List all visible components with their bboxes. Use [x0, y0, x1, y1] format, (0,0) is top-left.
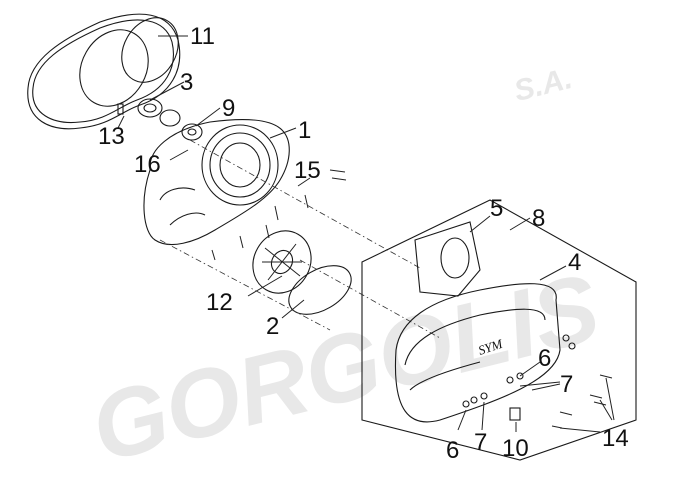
callout-12: 12 [206, 289, 233, 316]
small-fasteners [462, 334, 613, 429]
callout-16: 16 [134, 151, 161, 178]
callout-2: 2 [266, 313, 279, 340]
construction-lines [159, 139, 441, 339]
callout-14: 14 [602, 425, 629, 452]
callout-10: 10 [502, 435, 529, 462]
leader-lines [117, 35, 615, 433]
watermark-brand: GORGOLIS [81, 254, 609, 479]
callout-8: 8 [532, 205, 545, 232]
callout-7a: 7 [560, 371, 573, 398]
callout-9: 9 [222, 95, 235, 122]
part-3-seal [137, 98, 163, 118]
part-9-bearing [159, 109, 203, 141]
part-5-sheet [414, 221, 481, 297]
callout-5: 5 [490, 195, 503, 222]
part-15-bolts [211, 169, 347, 261]
part-11-gasket [27, 13, 181, 130]
callout-6a: 6 [538, 345, 551, 372]
callout-1: 1 [298, 117, 311, 144]
callout-3: 3 [180, 69, 193, 96]
part-2-oring [288, 265, 352, 315]
callout-6b: 6 [446, 437, 459, 464]
callout-11: 11 [190, 23, 215, 50]
callout-7b: 7 [474, 429, 487, 456]
part-12-plate [252, 230, 312, 294]
callout-labels: 11 3 9 1 13 16 15 12 2 5 8 4 6 7 6 7 10 … [98, 23, 629, 464]
callout-4: 4 [568, 249, 581, 276]
part-13-pin [117, 103, 124, 115]
outer-cover-frame [361, 199, 637, 461]
watermark-suffix: S.A. [511, 62, 576, 108]
watermark: GORGOLIS S.A. [81, 62, 609, 479]
callout-13: 13 [98, 123, 125, 150]
callout-15: 15 [294, 157, 321, 184]
part-1-inner-cover [143, 119, 290, 246]
